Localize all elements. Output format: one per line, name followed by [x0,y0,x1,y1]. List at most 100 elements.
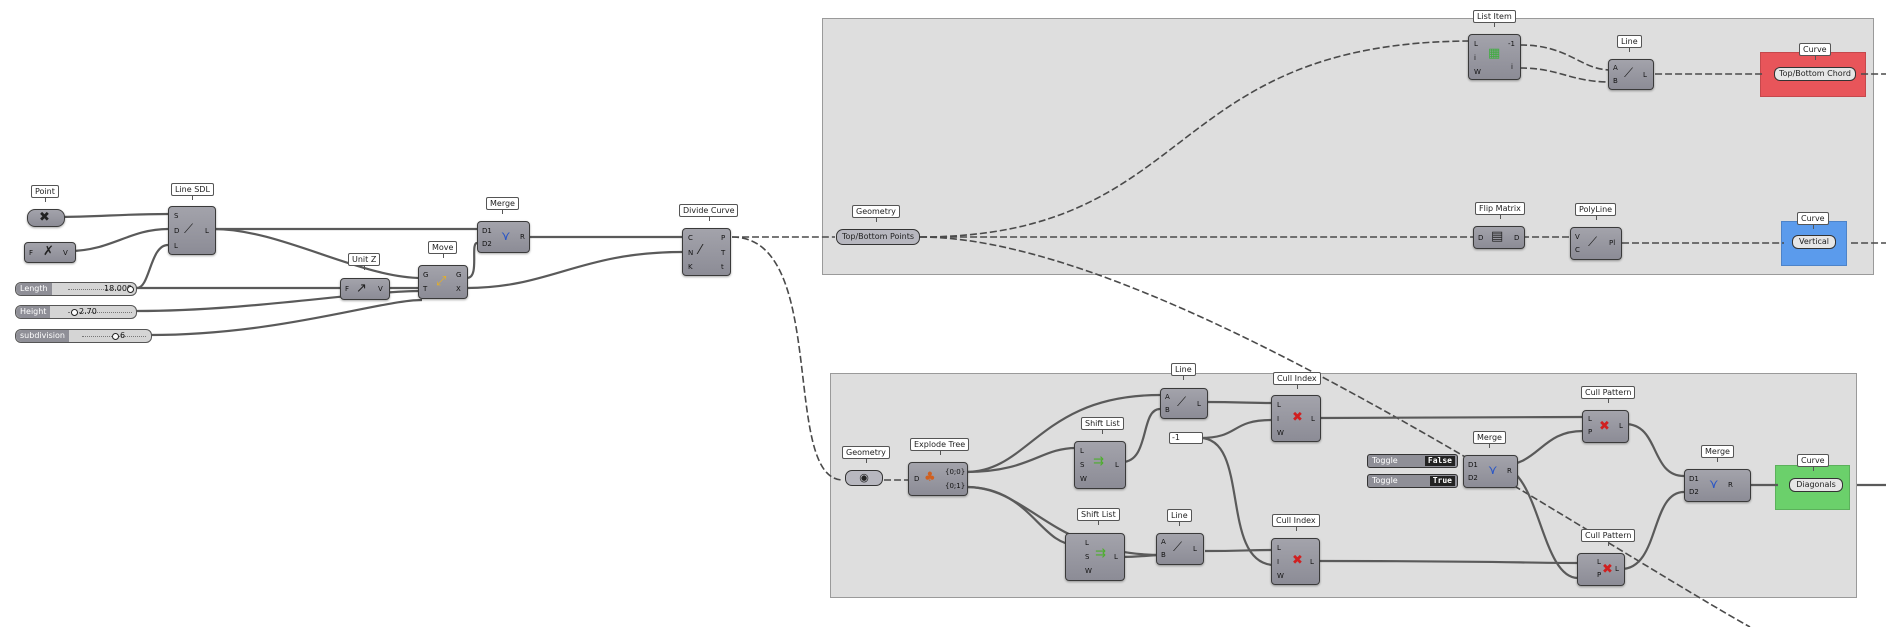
pin-in: B [1613,77,1618,85]
curve-top-bottom-chord[interactable]: Top/Bottom Chord [1774,67,1856,81]
pin-out: L [1311,415,1315,423]
merge-component[interactable]: D1 D2 ⋎ R [477,221,530,253]
flip-matrix-label: Flip Matrix [1475,202,1525,219]
line-sdl-component[interactable]: S D L ⟋ L [168,206,216,255]
height-slider-label: Height [16,306,51,318]
curve-vertical[interactable]: Vertical [1792,235,1836,249]
move-component[interactable]: G T ⤢ G X [418,265,468,299]
pin-in: L [1474,40,1478,48]
wire [149,298,423,337]
pin-in: N [688,249,694,257]
toggle-true[interactable]: Toggle True [1367,474,1458,488]
pin-out: L [1114,553,1118,561]
explode-tree-component[interactable]: D ♣ {0;0} {0;1} [908,462,968,496]
unit-z-component[interactable]: F ↗ V [340,278,390,300]
pin-out: L [1615,565,1619,573]
cull-index-2-component[interactable]: L I W ✖ L [1271,538,1320,585]
curve-blue-label: Curve [1797,212,1829,229]
toggle-value[interactable]: True [1429,476,1455,486]
toggle-false[interactable]: Toggle False [1367,454,1458,468]
pin-out: V [378,285,383,293]
unit-z-icon: ↗ [356,281,367,296]
shift-list-1-component[interactable]: L S W ⇉ L [1074,441,1126,489]
merge-icon: ⋎ [1709,477,1719,492]
line-top-component[interactable]: A B ⟋ L [1608,59,1654,90]
line-b2-component[interactable]: A B ⟋ L [1156,533,1204,565]
wire [136,243,169,290]
x-vector-component[interactable]: F ✗ V [24,242,76,263]
shift-list-icon: ⇉ [1093,454,1104,469]
pin-out: V [63,249,68,257]
pin-in: F [29,249,34,257]
merge-icon: ⋎ [501,229,511,244]
geometry-top-param[interactable]: Top/Bottom Points [836,229,920,245]
point-param[interactable]: ✖ [27,209,65,227]
height-slider[interactable]: Height 2.70 [15,305,137,319]
top-group [822,18,1874,275]
line-b1-component[interactable]: A B ⟋ L [1160,388,1208,419]
cull-pattern-icon: ✖ [1602,562,1613,577]
wire [54,212,169,219]
value-panel[interactable]: -1 [1169,432,1203,444]
pin-in: W [1474,68,1481,76]
subdivision-slider[interactable]: subdivision 6 [15,329,152,343]
pin-out: L [1310,558,1314,566]
toggle-value[interactable]: False [1424,456,1455,466]
pin-out: t [721,263,724,271]
flip-matrix-icon: ▤ [1491,229,1504,244]
pin-in: L [1277,401,1281,409]
subdivision-slider-value: 6 [120,331,126,340]
height-slider-value: 2.70 [79,307,97,316]
line-sdl-icon: ⟋ [184,222,194,237]
merge-label: Merge [486,197,519,214]
divide-curve-component[interactable]: C N K ⁄ P T t [682,228,731,276]
cull-pattern-1-component[interactable]: L P ✖ L [1582,410,1629,443]
point-cross-icon: ✖ [39,210,50,225]
x-vector-icon: ✗ [43,244,54,259]
list-item-component[interactable]: L i W ▦ -1 i [1468,34,1521,80]
point-label: Point [31,185,59,202]
toggle-label: Toggle [1372,456,1398,465]
curve-red-label: Curve [1799,43,1831,60]
length-slider[interactable]: Length 18.000 [15,282,137,296]
pin-out: R [1728,481,1733,489]
cull-index-1-label: Cull Index [1273,372,1321,389]
shift-list-2-component[interactable]: L S W ⇉ L [1065,533,1125,581]
merge-2-component[interactable]: D1 D2 ⋎ R [1463,455,1518,488]
pin-out: {0;1} [945,482,966,490]
cull-index-2-label: Cull Index [1272,514,1320,531]
length-slider-value: 18.000 [104,284,132,293]
pin-in: L [174,242,178,250]
cull-index-1-component[interactable]: L I W ✖ L [1271,395,1321,442]
pin-in: D [1478,234,1484,242]
slider-knob[interactable] [127,286,134,293]
geometry-icon: ◉ [859,471,869,484]
pin-out: P [721,234,726,242]
line-icon: ⟋ [1624,66,1634,81]
pin-in: L [1080,447,1084,455]
wire [213,227,423,280]
slider-knob[interactable] [112,333,119,340]
wire [466,241,479,280]
pin-in: A [1161,538,1166,546]
pin-out: R [520,233,525,241]
pin-in: A [1613,64,1618,72]
pin-in: D2 [1689,488,1699,496]
line-icon: ⟋ [1177,395,1187,410]
geometry-bottom-param[interactable]: ◉ [845,470,883,486]
pin-out: L [1619,422,1623,430]
slider-knob[interactable] [71,309,78,316]
pin-in: I [1277,558,1280,566]
flip-matrix-component[interactable]: D ▤ D [1473,226,1525,249]
explode-tree-label: Explode Tree [910,438,970,455]
curve-diagonals[interactable]: Diagonals [1789,478,1843,492]
cull-pattern-2-component[interactable]: L P ✖ L [1577,553,1625,586]
polyline-component[interactable]: V C ⟋ Pl [1570,227,1622,260]
pin-in: i [1474,54,1476,62]
merge-3-label: Merge [1701,445,1734,462]
pin-in: W [1085,567,1092,575]
merge-3-component[interactable]: D1 D2 ⋎ R [1684,469,1751,502]
cull-pattern-icon: ✖ [1599,419,1610,434]
pin-in: C [688,234,693,242]
pin-in: V [1575,233,1580,241]
